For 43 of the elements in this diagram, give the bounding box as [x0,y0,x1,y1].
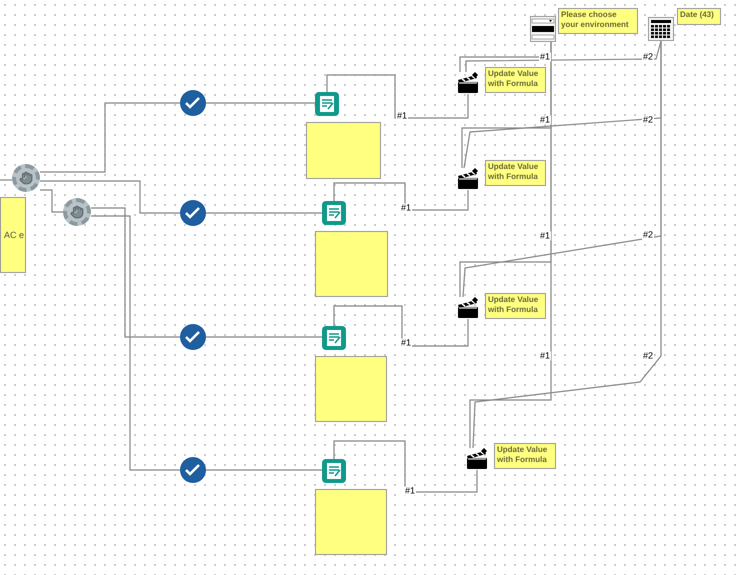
connector-line [333,440,478,493]
annotation-box [485,67,546,93]
connector-line [40,180,180,214]
edge-label: #1 [400,204,412,212]
connector-line [0,179,12,181]
connector-line [40,102,180,173]
edge-label: #2 [642,352,654,360]
annotation-box [677,8,721,25]
annotation-box [494,443,556,469]
annotation-text: Update Value with Formula [488,69,540,89]
connector-line [333,305,469,347]
connector-line [91,215,180,471]
annotation-text: Update Value with Formula [497,445,548,465]
annotation-text: Date (43) [680,10,714,20]
edge-label: #1 [539,116,551,124]
connector-line [206,212,322,214]
annotation-text: Update Value with Formula [488,295,540,315]
connector-line [206,469,322,471]
comment-text: AC e [4,230,24,240]
connector-line [40,189,63,213]
edge-label: #2 [642,116,654,124]
connector-line [326,74,469,119]
annotation-box [485,293,546,319]
edge-label: #1 [539,232,551,240]
connector-line [206,336,322,338]
edge-label: #1 [539,52,551,62]
annotation-box [485,160,546,186]
edge-label: #2 [642,52,654,62]
edge-label: #1 [396,112,408,120]
connector-line [91,207,180,338]
connector-line [333,182,469,211]
connector-line [206,102,315,104]
annotation-text: Please choose your environment [561,10,630,30]
connector-line [465,40,662,72]
edge-label: #1 [539,352,551,360]
annotation-text: Update Value with Formula [488,162,540,182]
edge-label: #1 [404,486,416,496]
connector-line [472,41,662,448]
annotation-box [558,8,638,34]
edge-label: #1 [400,338,412,348]
comment-box [0,197,26,273]
edge-label: #2 [642,230,654,240]
connector-line [469,42,552,448]
